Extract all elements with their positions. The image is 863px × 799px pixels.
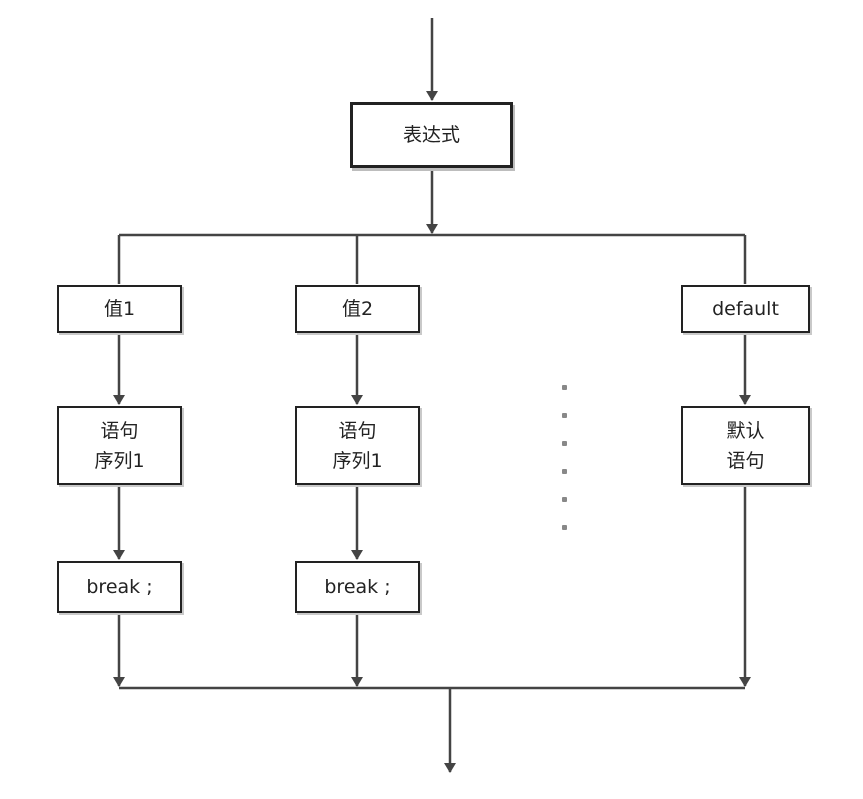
statement-box-1: 语句 序列1 <box>57 406 182 485</box>
break-box-1: break ; <box>57 561 182 613</box>
default-statement-line-1: 默认 <box>726 419 765 442</box>
statement-1-line-2: 序列1 <box>94 449 145 472</box>
break-1-label: break ; <box>86 576 153 598</box>
break-2-label: break ; <box>324 576 391 598</box>
ellipsis-dot <box>562 413 567 418</box>
case1-box: 值1 <box>57 285 182 333</box>
case2-box: 值2 <box>295 285 420 333</box>
default-statement-box: 默认 语句 <box>681 406 810 485</box>
ellipsis-dot <box>562 441 567 446</box>
ellipsis-dot <box>562 469 567 474</box>
statement-box-2: 语句 序列1 <box>295 406 420 485</box>
case2-label: 值2 <box>341 298 374 320</box>
default-statement-line-2: 语句 <box>726 449 765 472</box>
statement-2-line-1: 语句 <box>338 419 377 442</box>
statement-2-line-2: 序列1 <box>332 449 383 472</box>
case1-label: 值1 <box>103 298 136 320</box>
break-box-2: break ; <box>295 561 420 613</box>
default-label: default <box>712 298 779 320</box>
ellipsis-dot <box>562 497 567 502</box>
expression-box: 表达式 <box>350 102 513 168</box>
statement-1-line-1: 语句 <box>100 419 139 442</box>
expression-label: 表达式 <box>402 124 460 146</box>
default-box: default <box>681 285 810 333</box>
ellipsis-dot <box>562 385 567 390</box>
ellipsis-dot <box>562 525 567 530</box>
